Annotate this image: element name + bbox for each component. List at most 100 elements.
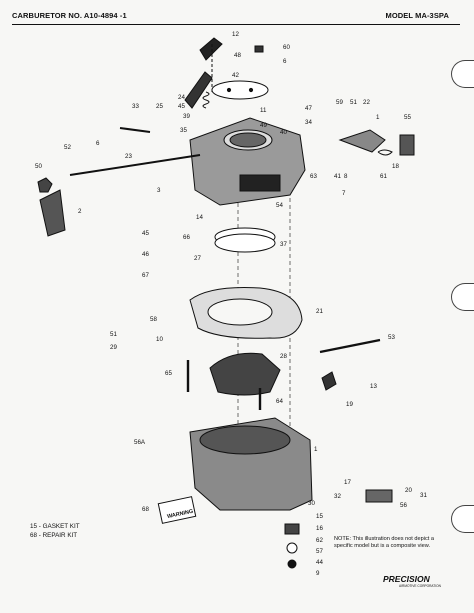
callout-number: 40: [280, 129, 287, 136]
repair-kit-note: 68 - REPAIR KIT: [30, 532, 78, 539]
precision-logo-subtitle: AIRMOTIVE CORPORATION: [399, 584, 441, 588]
callout-number: 37: [280, 241, 287, 248]
throttle-lever-part: [199, 37, 223, 61]
callout-number: 10: [156, 336, 163, 343]
fitting-part: [399, 134, 415, 156]
washer-part: [286, 542, 298, 554]
callout-number: 1: [376, 114, 380, 121]
callout-number: 42: [232, 72, 239, 79]
throttle-lever-arm: [39, 189, 66, 237]
header-rule: [12, 24, 460, 26]
callout-number: 17: [344, 479, 351, 486]
callout-number: 67: [142, 272, 149, 279]
shaft-part: [319, 338, 381, 354]
callout-number: 53: [388, 334, 395, 341]
throttle-shaft-part: [69, 154, 201, 176]
callout-number: 2: [78, 208, 82, 215]
callout-number: 46: [142, 251, 149, 258]
fitting-assembly-part: [365, 489, 393, 503]
callout-number: 7: [342, 190, 346, 197]
carburetor-number: CARBURETOR NO. A10-4894 -1: [12, 11, 127, 20]
callout-number: 27: [194, 255, 201, 262]
callout-number: 23: [125, 153, 132, 160]
callout-number: 48: [234, 52, 241, 59]
model-number: MODEL MA-3SPA: [385, 11, 449, 20]
callout-number: 39: [183, 113, 190, 120]
callout-number: 11: [260, 107, 267, 114]
callout-number: 12: [232, 31, 239, 38]
callout-number: 19: [346, 401, 353, 408]
callout-number: 56A: [134, 439, 146, 446]
binder-hole-bottom: [451, 505, 474, 533]
callout-number: 51: [110, 331, 117, 338]
precision-logo: PRECISION: [383, 574, 430, 584]
lever-arm-part: [184, 71, 213, 109]
callout-number: 55: [404, 114, 411, 121]
callout-number: 45: [142, 230, 149, 237]
callout-number: 56: [400, 502, 407, 509]
washer-part: [377, 149, 393, 156]
callout-number: 44: [316, 559, 323, 566]
nut-part: [37, 177, 53, 193]
callout-number: 61: [380, 173, 387, 180]
binder-hole-middle: [451, 283, 474, 311]
callout-number: 66: [183, 234, 190, 241]
callout-number: 28: [280, 353, 287, 360]
callout-number: 50: [35, 163, 42, 170]
screw-part: [119, 127, 151, 133]
callout-number: 57: [316, 548, 323, 555]
binder-hole-top: [451, 60, 474, 88]
callout-number: 64: [276, 398, 283, 405]
gasket-kit-note: 15 - GASKET KIT: [30, 523, 80, 530]
callout-number: 31: [420, 492, 427, 499]
callout-number: 59: [336, 99, 343, 106]
callout-number: 3: [157, 187, 161, 194]
callout-number: 30: [308, 500, 315, 507]
callout-number: 34: [305, 119, 312, 126]
callout-number: 63: [310, 173, 317, 180]
screw-part: [254, 45, 264, 53]
callout-number: 1: [314, 446, 318, 453]
callout-number: 6: [96, 140, 100, 147]
callout-number: 58: [150, 316, 157, 323]
callout-number: 24: [178, 94, 185, 101]
callout-number: 15: [316, 513, 323, 520]
composite-view-note: NOTE: This illustration does not depict …: [334, 536, 435, 549]
callout-number: 22: [363, 99, 370, 106]
top-gasket-part: [211, 80, 269, 100]
callout-number: 62: [316, 537, 323, 544]
callout-number: 13: [370, 383, 377, 390]
callout-number: 35: [180, 127, 187, 134]
callout-number: 41: [334, 173, 341, 180]
callout-number: 47: [305, 105, 312, 112]
callout-number: 33: [132, 103, 139, 110]
callout-number: 6: [283, 58, 287, 65]
callout-number: 9: [316, 570, 320, 577]
callout-number: 21: [316, 308, 323, 315]
callout-number: 16: [316, 525, 323, 532]
nut-part: [287, 559, 297, 569]
callout-number: 25: [156, 103, 163, 110]
callout-number: 32: [334, 493, 341, 500]
warning-tag-text: WARNING: [167, 509, 194, 520]
drain-plug-part: [284, 523, 300, 535]
callout-number: 18: [392, 163, 399, 170]
callout-number: 51: [350, 99, 357, 106]
callout-number: 68: [142, 506, 149, 513]
callout-number: 65: [165, 370, 172, 377]
callout-number: 52: [64, 144, 71, 151]
callout-number: 60: [283, 44, 290, 51]
mixture-lever-part: [338, 129, 386, 153]
callout-number: 8: [344, 173, 348, 180]
callout-number: 29: [110, 344, 117, 351]
venturi-label-plate: [239, 174, 281, 192]
spring-part: [202, 91, 210, 109]
callout-number: 14: [196, 214, 203, 221]
warning-tag-part: [157, 496, 197, 524]
float-part: [209, 352, 281, 396]
valve-part: [321, 371, 337, 391]
callout-number: 20: [405, 487, 412, 494]
callout-number: 45: [178, 103, 185, 110]
